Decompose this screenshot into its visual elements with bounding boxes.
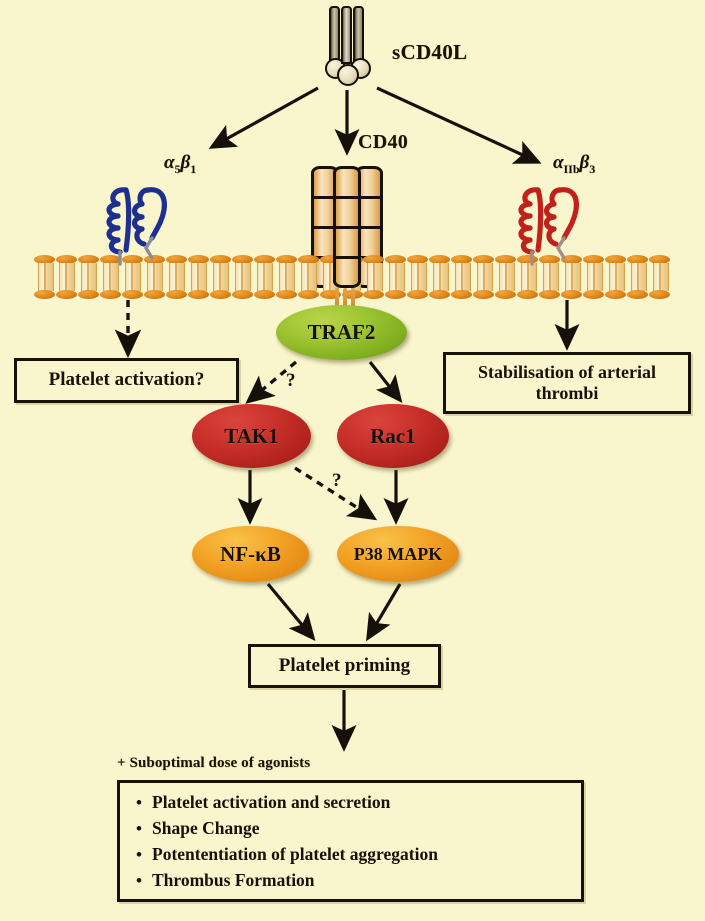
ligand-rod-center	[341, 6, 352, 64]
beta-glyph: β	[579, 152, 590, 173]
bullet-icon: •	[136, 870, 142, 890]
phospholipid-unit	[121, 255, 143, 299]
phospholipid-unit	[649, 255, 671, 299]
beta-subscript: 3	[589, 161, 596, 176]
suboptimal-agonists-note: + Suboptimal dose of agonists	[117, 755, 311, 771]
integrin-alphaIIbbeta3-icon	[518, 187, 579, 266]
alpha-glyph: α	[164, 152, 175, 173]
phospholipid-unit	[539, 255, 561, 299]
alpha-subscript: 5	[174, 161, 181, 176]
outcome-label: Potententiation of platelet aggregation	[152, 843, 438, 864]
arrow-ligand-to-integrin-left	[208, 86, 319, 149]
stabilisation-line-2: thrombi	[535, 383, 599, 403]
phospholipid-unit	[583, 255, 605, 299]
bullet-icon: •	[136, 844, 142, 864]
scd40l-label: sCD40L	[392, 40, 468, 64]
phospholipid-unit	[363, 255, 385, 299]
phospholipid-unit	[517, 255, 539, 299]
uncertainty-mark-tak1-p38: ?	[332, 470, 342, 491]
box-stabilisation-of-arterial-thrombi: Stabilisation of arterial thrombi	[443, 352, 691, 414]
node-nfkb: NF-κB	[192, 526, 309, 582]
phospholipid-unit	[165, 255, 187, 299]
stabilisation-line-1: Stabilisation of arterial	[478, 362, 656, 383]
phospholipid-unit	[209, 255, 231, 299]
box-outcomes: • Platelet activation and secretion • Sh…	[117, 780, 584, 902]
arrow-traf2-to-tak1	[245, 360, 298, 404]
arrow-ligand-to-integrin-right	[376, 86, 542, 164]
phospholipid-unit	[429, 255, 451, 299]
alpha-glyph: α	[553, 152, 564, 173]
cd40-cylinder-center	[333, 166, 361, 288]
cd40-cytoplasmic-tail	[332, 288, 358, 314]
phospholipid-unit	[297, 255, 319, 299]
phospholipid-unit	[473, 255, 495, 299]
ligand-rod-left	[329, 6, 340, 64]
integrin-alpha5beta1-icon	[106, 187, 167, 266]
bullet-icon: •	[136, 793, 142, 812]
phospholipid-unit	[77, 255, 99, 299]
integrin-alphaIIbbeta3-label: αIIbβ3	[553, 152, 595, 177]
cd40-label: CD40	[358, 131, 409, 153]
arrow-nfkb-to-priming	[266, 582, 316, 641]
phospholipid-unit	[34, 255, 55, 299]
node-tak1: TAK1	[192, 404, 311, 468]
node-nfkb-label: NF-κB	[220, 541, 281, 566]
phospholipid-unit	[407, 255, 429, 299]
phospholipid-unit	[275, 255, 297, 299]
box-platelet-activation-label: Platelet activation?	[48, 369, 205, 391]
phospholipid-unit	[451, 255, 473, 299]
ligand-head-center	[337, 64, 359, 86]
list-item: • Platelet activation and secretion	[136, 792, 581, 814]
list-item: • Thrombus Formation	[136, 870, 581, 892]
node-tak1-label: TAK1	[224, 423, 279, 448]
box-platelet-activation: Platelet activation?	[14, 358, 239, 403]
phospholipid-unit	[495, 255, 517, 299]
phospholipid-unit	[55, 255, 77, 299]
ligand-rod-right	[353, 6, 364, 64]
arrow-traf2-to-rac1	[368, 361, 403, 404]
phospholipid-unit	[627, 255, 649, 299]
node-traf2: TRAF2	[276, 305, 407, 360]
beta-subscript: 1	[190, 161, 197, 176]
node-rac1: Rac1	[337, 404, 449, 468]
list-item: • Shape Change	[136, 818, 581, 840]
phospholipid-unit	[253, 255, 275, 299]
phospholipid-unit	[385, 255, 407, 299]
node-traf2-label: TRAF2	[307, 320, 376, 344]
box-platelet-priming-label: Platelet priming	[278, 654, 411, 676]
alpha-subscript: IIb	[563, 161, 580, 176]
node-p38-mapk: P38 MAPK	[337, 526, 459, 582]
beta-glyph: β	[180, 152, 191, 173]
phospholipid-unit	[561, 255, 583, 299]
phospholipid-unit	[99, 255, 121, 299]
node-p38-mapk-label: P38 MAPK	[353, 543, 443, 564]
box-platelet-priming: Platelet priming	[248, 644, 441, 688]
phospholipid-unit	[231, 255, 253, 299]
list-item: • Potententiation of platelet aggregatio…	[136, 844, 581, 866]
outcome-label: Platelet activation and secretion	[152, 792, 391, 812]
scd40l-ligand-icon	[320, 6, 376, 86]
phospholipid-unit	[605, 255, 627, 299]
arrow-tak1-to-p38	[294, 466, 378, 521]
arrow-p38-to-priming	[366, 583, 402, 642]
bullet-icon: •	[136, 818, 142, 838]
phospholipid-unit	[143, 255, 165, 299]
outcome-label: Shape Change	[152, 817, 260, 838]
uncertainty-mark-traf2-tak1: ?	[286, 370, 296, 391]
phospholipid-unit	[187, 255, 209, 299]
integrin-alpha5beta1-label: α5β1	[164, 152, 196, 177]
node-rac1-label: Rac1	[370, 423, 416, 448]
outcome-label: Thrombus Formation	[152, 869, 315, 890]
